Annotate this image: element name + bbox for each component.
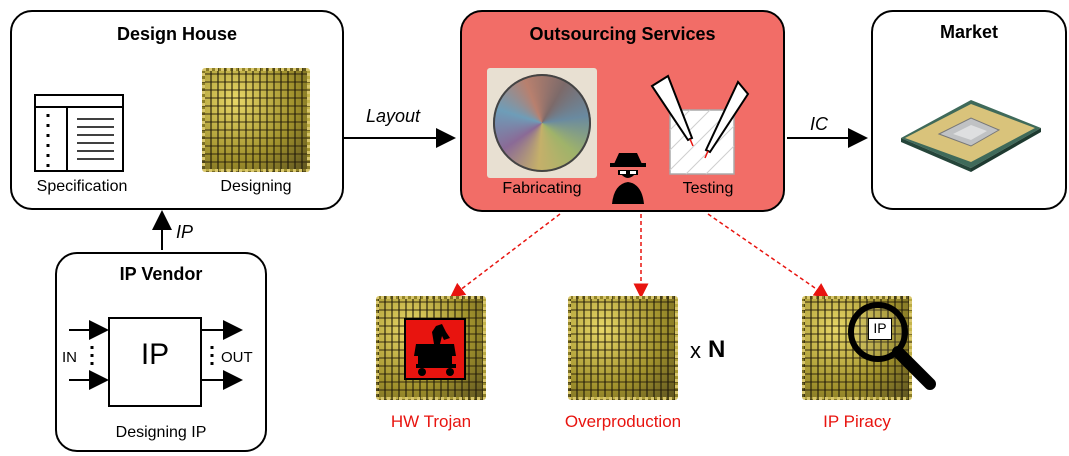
ip-arrow-label: IP bbox=[176, 222, 194, 242]
ip-vendor-box: IP Vendor IP IN OUT Designing IP bbox=[55, 252, 267, 452]
ip-piracy-ip-tag bbox=[868, 318, 892, 340]
testing-label: Testing bbox=[682, 180, 734, 197]
trojan-horse-panel bbox=[404, 318, 466, 380]
wafer-image bbox=[487, 68, 597, 178]
testing-probe-icon bbox=[650, 74, 750, 175]
outsourcing-services-box: Outsourcing Services Fabricating Testing bbox=[460, 10, 785, 212]
multiplier-n: N bbox=[708, 336, 726, 363]
ip-block-label: IP bbox=[140, 338, 170, 371]
designing-ip-label: Designing IP bbox=[115, 424, 207, 441]
hw-trojan-label: HW Trojan bbox=[390, 412, 472, 431]
arrow-ip-piracy bbox=[707, 213, 830, 298]
design-house-box: Design House Specification Designing bbox=[10, 10, 344, 210]
outsourcing-services-title: Outsourcing Services bbox=[529, 24, 716, 44]
multiplier-x: x bbox=[690, 338, 701, 363]
design-house-title: Design House bbox=[116, 24, 238, 44]
arrow-hw-trojan bbox=[449, 213, 561, 298]
market-title: Market bbox=[939, 22, 999, 42]
ip-piracy-ip-label: IP bbox=[873, 320, 887, 336]
specification-document-icon bbox=[34, 94, 124, 172]
market-box: Market bbox=[871, 10, 1067, 210]
ip-block-diagram bbox=[69, 317, 243, 407]
spy-attacker-icon bbox=[610, 153, 646, 204]
overproduction-label: Overproduction bbox=[564, 412, 682, 431]
ip-input-label: IN bbox=[62, 349, 77, 366]
overproduction-chip-image bbox=[568, 296, 678, 400]
ip-output-label: OUT bbox=[221, 349, 253, 366]
fabricating-label: Fabricating bbox=[502, 180, 582, 197]
ic-arrow-label: IC bbox=[810, 114, 828, 134]
layout-arrow-label: Layout bbox=[366, 106, 421, 126]
designing-chip-image bbox=[202, 68, 310, 172]
trojan-horse-icon bbox=[414, 324, 456, 376]
specification-label: Specification bbox=[36, 178, 128, 195]
cpu-chip-image bbox=[901, 100, 1041, 172]
ip-piracy-label: IP Piracy bbox=[823, 412, 891, 431]
ip-vendor-title: IP Vendor bbox=[119, 264, 203, 284]
magnifier-icon bbox=[848, 302, 936, 390]
designing-label: Designing bbox=[220, 178, 292, 195]
